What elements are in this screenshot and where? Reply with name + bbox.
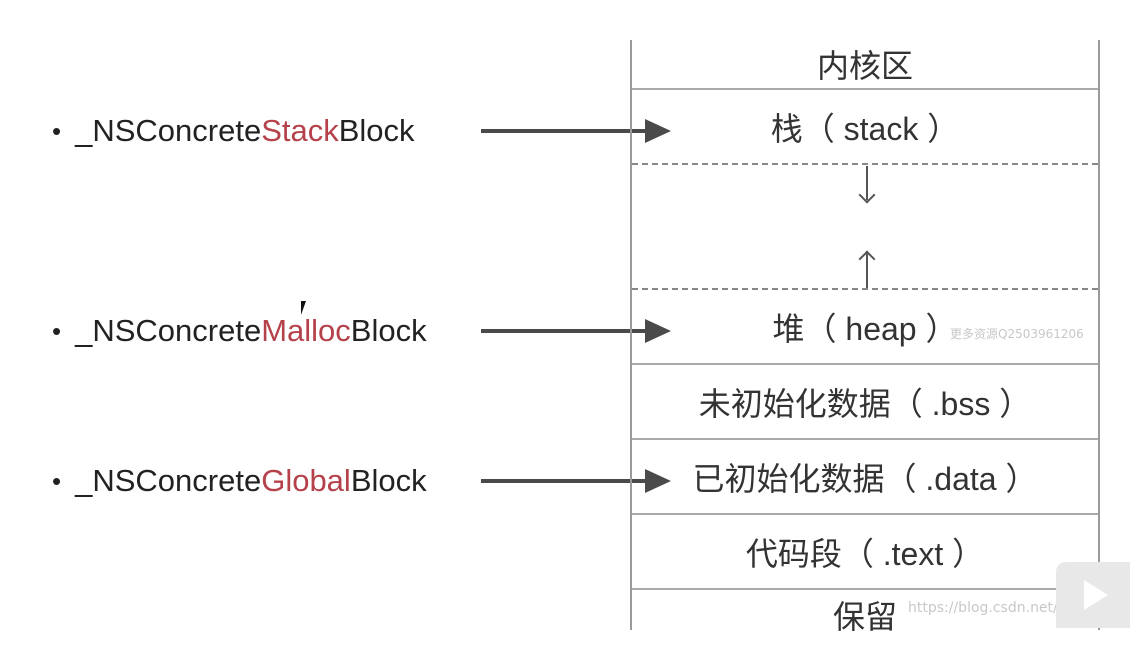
arrow-shaft [481,479,647,483]
play-button[interactable] [1056,562,1130,628]
divider [632,513,1098,515]
heap-boundary-dashed [632,288,1098,290]
block-prefix: _NSConcrete [75,463,262,498]
block-prefix: _NSConcrete [75,113,262,148]
arrow-shaft [481,329,647,333]
block-suffix: Block [338,113,415,148]
block-prefix: _NSConcrete [75,313,262,348]
divider [632,438,1098,440]
stack-arrow [481,119,671,143]
segment-reserved: 保留 [832,599,897,635]
arrow-head-icon [645,119,671,143]
memory-layout: 内核区 栈（ stack ） 堆（ heap ） 未初始化数据（ .bss ） … [630,40,1100,635]
segment-kernel: 内核区 [816,48,913,84]
block-suffix: Block [350,313,427,348]
mouse-cursor-icon [301,301,311,315]
block-highlight: Malloc [261,313,351,348]
divider [632,588,1098,590]
block-suffix: Block [350,463,427,498]
stack-grows-down-icon [858,166,876,206]
play-icon [1084,580,1108,610]
bullet-dot: • [52,315,62,346]
segment-stack: 栈（ stack ） [770,111,960,147]
heap-arrow [481,319,671,343]
divider [632,88,1098,90]
watermark-qq: 更多资源Q2503961206 [950,327,1084,341]
bullet-dot: • [52,115,62,146]
arrow-head-icon [645,319,671,343]
segment-text: 代码段（ .text ） [745,536,985,572]
segment-heap: 堆（ heap ） [772,311,958,347]
arrow-head-icon [645,469,671,493]
stack-boundary-dashed [632,163,1098,165]
heap-grows-up-icon [858,250,876,288]
data-arrow [481,469,671,493]
block-highlight: Stack [261,113,339,148]
bullet-dot: • [52,465,62,496]
arrow-shaft [481,129,647,133]
segment-bss: 未初始化数据（ .bss ） [698,386,1032,422]
divider [632,363,1098,365]
block-highlight: Global [261,463,351,498]
segment-data: 已初始化数据（ .data ） [692,461,1038,497]
